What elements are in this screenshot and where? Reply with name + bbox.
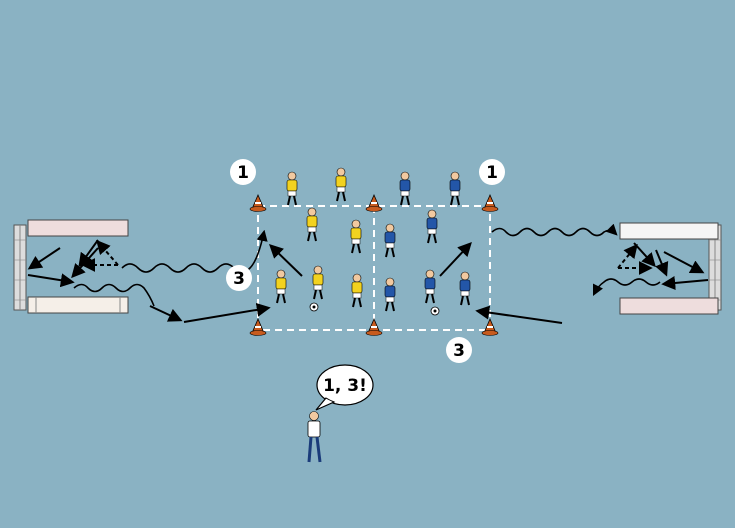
cone <box>365 194 383 212</box>
label-bottom-right: 3 <box>446 337 472 363</box>
player-blue <box>459 271 471 306</box>
player-blue <box>399 171 411 206</box>
svg-text:1: 1 <box>237 163 249 183</box>
ball <box>309 302 319 312</box>
cone <box>249 318 267 336</box>
cone <box>481 318 499 336</box>
cone <box>365 318 383 336</box>
right-bottom-bench <box>619 297 719 315</box>
coach <box>307 411 322 463</box>
player-yellow <box>286 171 298 206</box>
right-top-bench <box>619 222 719 240</box>
svg-text:1: 1 <box>486 163 498 183</box>
player-blue <box>384 223 396 258</box>
left-top-bench <box>27 219 129 237</box>
left-goal-arrows <box>27 239 119 288</box>
player-blue <box>424 269 436 304</box>
left-bottom-bench <box>27 296 129 314</box>
player-yellow <box>350 219 362 254</box>
player-blue <box>449 171 461 206</box>
cone <box>481 194 499 212</box>
ball <box>430 306 440 316</box>
dribble-paths <box>73 223 661 307</box>
coach-call: 1, 3! <box>323 376 367 396</box>
label-mid-left: 3 <box>226 265 252 291</box>
svg-text:3: 3 <box>453 341 465 361</box>
cone <box>249 194 267 212</box>
label-top-left: 1 <box>230 159 256 185</box>
left-goal <box>13 224 27 311</box>
player-yellow <box>335 167 347 202</box>
player-blue <box>426 209 438 244</box>
svg-text:3: 3 <box>233 269 245 289</box>
player-yellow <box>312 265 324 300</box>
run-arrows <box>149 241 563 324</box>
player-yellow <box>275 269 287 304</box>
speech-bubble: 1, 3! <box>315 364 374 411</box>
player-blue <box>384 277 396 312</box>
label-top-right: 1 <box>479 159 505 185</box>
player-yellow <box>306 207 318 242</box>
player-yellow <box>351 273 363 308</box>
right-goal-arrows <box>617 242 709 290</box>
